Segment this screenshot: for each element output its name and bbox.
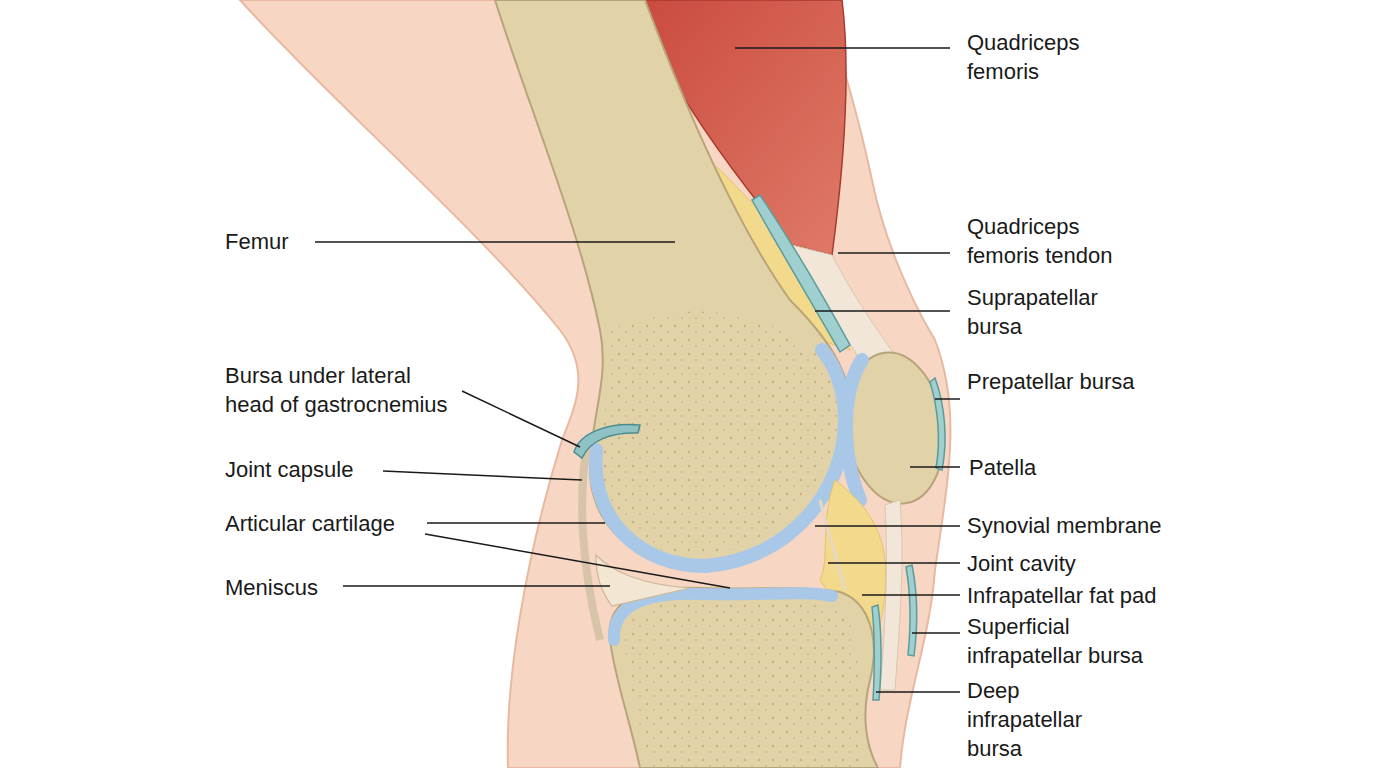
leader-line — [912, 632, 960, 634]
leader-line — [735, 47, 950, 49]
leader-line — [315, 241, 675, 243]
leader-line — [910, 466, 960, 468]
leader-line — [862, 594, 960, 596]
leader-line — [815, 310, 950, 312]
joint-capsule — [582, 440, 600, 640]
part-label: Superficial infrapatellar bursa — [967, 612, 1147, 670]
meniscus-wedge — [596, 555, 690, 606]
gastrocnemius-bursa — [574, 424, 640, 458]
femoral-cartilage — [596, 350, 845, 566]
leader-lines — [315, 48, 960, 692]
patella-bone — [837, 346, 953, 510]
tibial-cartilage — [614, 593, 832, 640]
femur-bone — [495, 0, 851, 565]
part-label: Joint cavity — [967, 549, 1076, 578]
leader-line — [383, 471, 582, 480]
part-label: Quadriceps femoris — [967, 28, 1117, 86]
part-label: Suprapatellar bursa — [967, 283, 1117, 341]
part-label: Bursa under lateral head of gastrocnemiu… — [225, 361, 457, 419]
part-label: Meniscus — [225, 573, 318, 602]
part-label: Patella — [969, 453, 1036, 482]
part-label: Synovial membrane — [967, 511, 1161, 540]
leader-line — [876, 691, 960, 693]
patellar-cartilage — [846, 360, 862, 500]
part-label: Joint capsule — [225, 455, 353, 484]
leader-line — [343, 585, 610, 587]
deep-infrapatellar-bursa — [872, 605, 881, 700]
leader-line — [935, 398, 960, 400]
part-label: Prepatellar bursa — [967, 367, 1135, 396]
suprapatellar-bursa — [752, 195, 850, 352]
leader-line — [828, 562, 960, 564]
part-label: Deep infrapatellar bursa — [967, 676, 1137, 763]
prepatellar-bursa — [930, 378, 945, 470]
leader-line — [838, 252, 950, 254]
leader-line — [427, 522, 605, 524]
tibia-bone — [610, 588, 878, 768]
tibia-spongy-bone — [625, 602, 862, 768]
part-label: Femur — [225, 227, 289, 256]
synovial-line — [820, 500, 845, 590]
part-label: Articular cartilage — [225, 509, 395, 538]
leader-line — [425, 534, 730, 588]
leader-line — [815, 525, 960, 527]
part-label: Infrapatellar fat pad — [967, 581, 1157, 610]
leader-line — [462, 391, 580, 447]
part-label: Quadriceps femoris tendon — [967, 212, 1137, 270]
superficial-infrapatellar-bursa — [906, 565, 917, 656]
